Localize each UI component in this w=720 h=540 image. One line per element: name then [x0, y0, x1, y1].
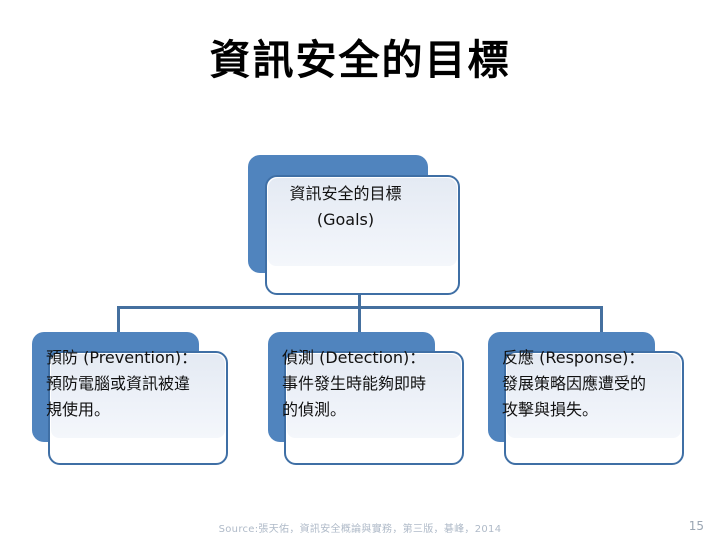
- node-card-fill: [268, 178, 457, 266]
- node-card: [504, 351, 684, 465]
- node-label-prevention: 預防 (Prevention)： 預防電腦或資訊被違規使用。: [46, 348, 198, 419]
- diagram-node-response[interactable]: 反應 (Response)： 發展策略因應遭受的攻擊與損失。: [488, 332, 684, 465]
- connector-root-stem: [358, 290, 361, 308]
- connector-drop-right: [600, 306, 603, 333]
- node-card-fill: [51, 354, 225, 438]
- page-number: 15: [688, 519, 704, 533]
- diagram-node-prevention[interactable]: 預防 (Prevention)： 預防電腦或資訊被違規使用。: [32, 332, 228, 465]
- diagram-node-goals[interactable]: 資訊安全的目標 (Goals): [248, 155, 460, 295]
- node-label-response: 反應 (Response)： 發展策略因應遭受的攻擊與損失。: [502, 348, 647, 419]
- source-citation: Source:張天佑，資訊安全概論與實務，第三版，碁峰，2014: [218, 524, 502, 535]
- node-card: [48, 351, 228, 465]
- node-card-fill: [507, 354, 681, 438]
- node-card-fill: [287, 354, 461, 438]
- connector-drop-center: [358, 306, 361, 333]
- node-card: [284, 351, 464, 465]
- page-title: 資訊安全的目標: [209, 36, 511, 84]
- diagram-node-detection[interactable]: 偵測 (Detection)： 事件發生時能夠即時的偵測。: [268, 332, 464, 465]
- node-label-detection: 偵測 (Detection)： 事件發生時能夠即時的偵測。: [282, 348, 427, 419]
- node-card: [265, 175, 460, 295]
- connector-drop-left: [117, 306, 120, 333]
- node-label-goals: 資訊安全的目標 (Goals): [289, 184, 402, 229]
